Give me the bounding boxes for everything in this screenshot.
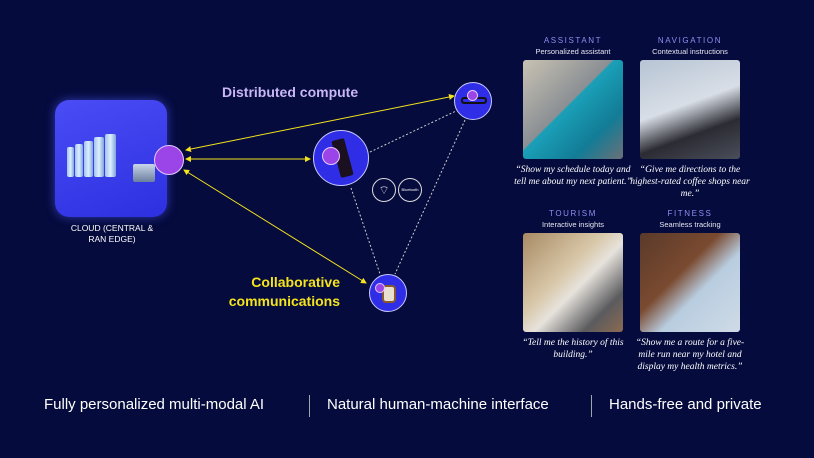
divider — [591, 395, 592, 417]
quote: “Show me a route for a five-mile run nea… — [635, 338, 745, 372]
assistant-photo — [523, 60, 623, 159]
use-case-tourism: TOURISM Interactive insights “Tell me th… — [522, 209, 623, 361]
fitness-photo — [640, 233, 740, 332]
use-case-navigation: NAVIGATION Contextual instructions “Give… — [630, 36, 750, 200]
collaborative-communications-label: Collaborative communications — [228, 274, 340, 309]
feature-personalized-ai: Fully personalized multi-modal AI — [44, 396, 265, 413]
subtitle: Personalized assistant — [535, 47, 611, 56]
smart-glasses-device — [454, 82, 492, 120]
ai-brain-icon — [154, 145, 184, 175]
edge-box-icon — [133, 164, 155, 182]
category: NAVIGATION — [657, 36, 723, 45]
quote: “Show my schedule today and tell me abou… — [514, 165, 632, 187]
bluetooth-icon: Bluetooth — [398, 178, 422, 202]
link-phone-glasses — [369, 110, 457, 153]
use-case-fitness: FITNESS Seamless tracking “Show me a rou… — [636, 209, 744, 373]
subtitle: Seamless tracking — [659, 220, 721, 229]
link-cloud-watch — [183, 169, 367, 284]
link-cloud-glasses — [185, 94, 455, 152]
ai-badge-icon — [375, 283, 385, 293]
quote: “Tell me the history of this building.” — [522, 338, 624, 360]
quote: “Give me directions to the highest-rated… — [630, 165, 750, 199]
distributed-compute-label: Distributed compute — [222, 84, 359, 100]
category: ASSISTANT — [543, 36, 603, 45]
smartphone-device — [313, 130, 369, 186]
link-phone-watch — [350, 187, 381, 275]
tourism-photo — [523, 233, 623, 332]
subtitle: Interactive insights — [541, 220, 605, 229]
feature-natural-interface: Natural human-machine interface — [327, 396, 549, 413]
use-case-assistant: ASSISTANT Personalized assistant “Show m… — [514, 36, 632, 188]
wifi-icon: ⌔ — [372, 178, 396, 202]
smartwatch-device — [369, 274, 407, 312]
subtitle: Contextual instructions — [652, 47, 728, 56]
ai-badge-icon — [467, 90, 478, 101]
cloud-label: CLOUD (CENTRAL & RAN EDGE) — [70, 223, 154, 244]
cloud-box — [55, 100, 167, 217]
category: FITNESS — [667, 209, 713, 218]
link-glasses-watch — [394, 119, 466, 275]
smartwatch-icon — [382, 285, 396, 303]
feature-hands-free: Hands-free and private — [609, 396, 762, 413]
divider — [309, 395, 310, 417]
navigation-photo — [640, 60, 740, 159]
ai-badge-icon — [322, 147, 340, 165]
category: TOURISM — [549, 209, 597, 218]
